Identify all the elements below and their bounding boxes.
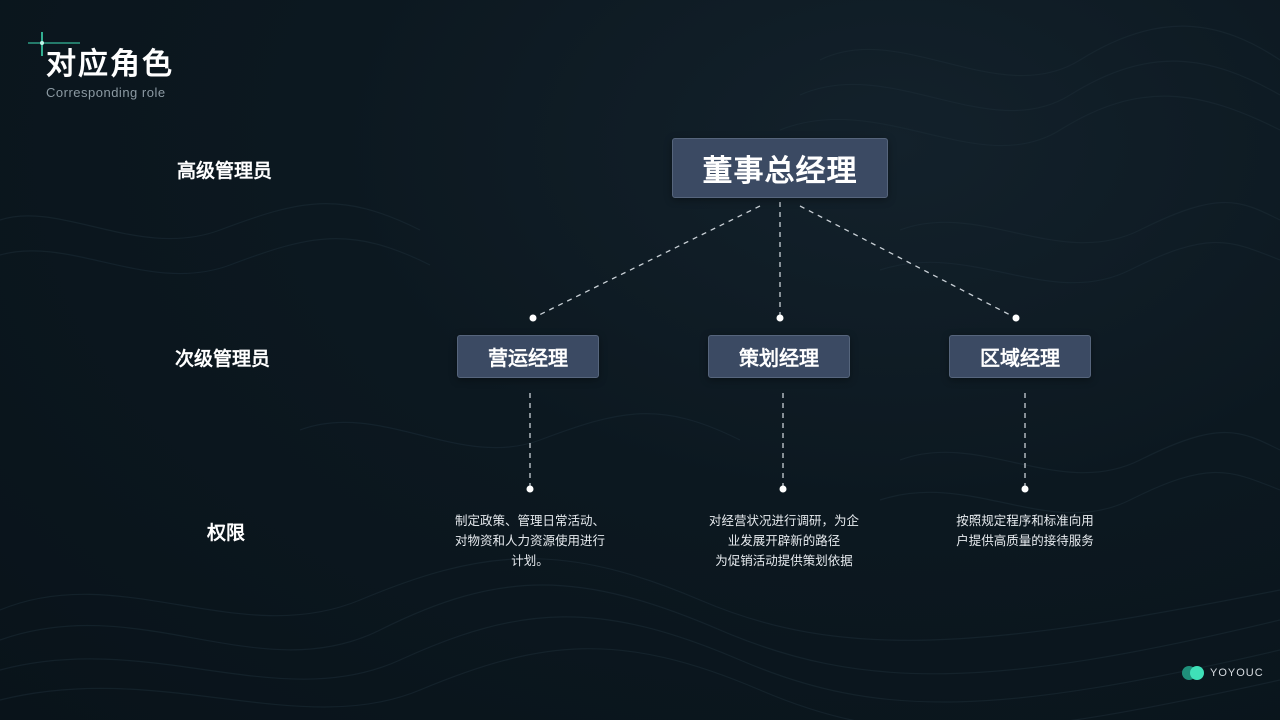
desc-line: 对经营状况进行调研，为企	[708, 513, 859, 528]
connector-dot	[776, 314, 784, 322]
node-managing-director: 董事总经理	[672, 138, 888, 198]
connector-dot	[529, 314, 537, 322]
connector-dot	[526, 485, 534, 493]
node-operations-manager: 营运经理	[457, 335, 599, 378]
desc-line: 制定政策、管理日常活动、	[454, 513, 605, 528]
sparkle-icon	[28, 32, 80, 56]
title-block: 对应角色 Corresponding role	[46, 46, 174, 100]
desc-line: 按照规定程序和标准向用	[956, 513, 1094, 528]
desc-line: 对物资和人力资源使用进行	[454, 533, 605, 548]
connector-dot	[1021, 485, 1029, 493]
node-planning-manager: 策划经理	[708, 335, 850, 378]
connector-top-to-region	[799, 205, 1017, 319]
page-subtitle: Corresponding role	[46, 85, 166, 100]
desc-operations-manager: 制定政策、管理日常活动、 对物资和人力资源使用进行 计划。	[435, 511, 625, 571]
connector-top-to-ops	[532, 205, 761, 319]
brand-mark: YOYOUC	[1182, 665, 1264, 681]
desc-planning-manager: 对经营状况进行调研，为企 业发展开辟新的路径 为促销活动提供策划依据	[689, 511, 879, 571]
level-label-secondary: 次级管理员	[175, 348, 271, 370]
desc-line: 户提供高质量的接待服务	[956, 533, 1094, 548]
desc-line: 业发展开辟新的路径	[727, 533, 841, 548]
desc-regional-manager: 按照规定程序和标准向用 户提供高质量的接待服务	[930, 511, 1120, 551]
brand-logo-icon	[1182, 666, 1206, 680]
node-regional-manager: 区域经理	[949, 335, 1091, 378]
desc-line: 计划。	[511, 553, 549, 568]
brand-text: YOYOUC	[1210, 667, 1264, 679]
level-label-authority: 权限	[207, 522, 246, 544]
page-title: 对应角色	[46, 47, 174, 82]
connector-dot	[1012, 314, 1020, 322]
level-label-senior: 高级管理员	[177, 160, 273, 182]
connector-dot	[779, 485, 787, 493]
desc-line: 为促销活动提供策划依据	[715, 553, 853, 568]
